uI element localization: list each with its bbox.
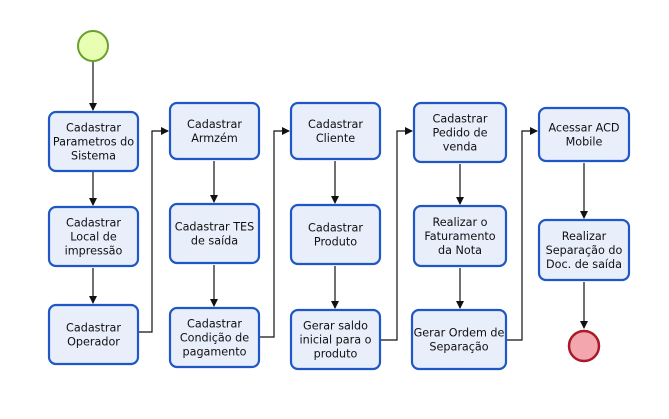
connector-ordem-to-acd bbox=[507, 127, 538, 341]
task-label-line: Cadastrar TES bbox=[175, 221, 254, 234]
task-label-line: Separação bbox=[429, 341, 488, 354]
task-label-line: pagamento bbox=[182, 346, 246, 359]
task-label-line: Condição de bbox=[180, 332, 249, 345]
task-label-line: Cliente bbox=[316, 132, 355, 145]
connector-saldo-to-pedido bbox=[381, 127, 413, 341]
task-label-line: Local de bbox=[70, 231, 117, 244]
flow-connectors bbox=[89, 61, 588, 341]
task-box bbox=[289, 101, 382, 161]
task-label-line: Cadastrar bbox=[433, 113, 488, 126]
task-label-line: Armzém bbox=[191, 132, 238, 145]
task-box bbox=[168, 306, 261, 369]
connector-operador-to-armazem bbox=[139, 127, 169, 333]
task-label-line: Acessar ACD bbox=[548, 122, 619, 135]
task-box bbox=[47, 205, 140, 268]
task-label-line: Parametros do bbox=[53, 136, 134, 149]
task-label-line: Separação do bbox=[546, 244, 623, 257]
task-label-line: Cadastrar bbox=[66, 217, 121, 230]
task-label-line: da Nota bbox=[438, 244, 482, 257]
task-box bbox=[168, 101, 261, 161]
task-box bbox=[537, 106, 631, 163]
task-label-line: Cadastrar bbox=[308, 118, 363, 131]
task-label-line: Gerar saldo bbox=[303, 320, 368, 333]
task-label-line: produto bbox=[314, 348, 358, 361]
task-label-line: Cadastrar bbox=[308, 222, 363, 235]
task-label-line: de saída bbox=[191, 235, 238, 248]
task-box bbox=[412, 101, 508, 164]
task-box bbox=[412, 204, 508, 268]
task-box bbox=[289, 203, 382, 266]
task-box bbox=[47, 110, 140, 173]
task-label-line: Pedido de bbox=[433, 127, 488, 140]
task-box bbox=[537, 218, 631, 282]
connector-condicao-to-cliente bbox=[260, 127, 290, 338]
task-box bbox=[47, 303, 140, 366]
task-label-line: Gerar Ordem de bbox=[414, 327, 505, 340]
task-label-line: inicial para o bbox=[300, 334, 372, 347]
task-label-line: Doc. de saída bbox=[546, 258, 622, 271]
task-label-line: Faturamento bbox=[424, 230, 495, 243]
task-label-line: Sistema bbox=[71, 150, 116, 163]
task-label-line: Produto bbox=[314, 236, 357, 249]
task-label-line: Mobile bbox=[566, 136, 603, 149]
start-event bbox=[77, 30, 109, 62]
task-label-line: Cadastrar bbox=[187, 118, 242, 131]
task-label-line: venda bbox=[443, 141, 478, 154]
task-label-line: impressão bbox=[65, 245, 123, 258]
task-box bbox=[168, 202, 261, 265]
task-label-line: Cadastrar bbox=[66, 322, 121, 335]
task-label-line: Operador bbox=[67, 336, 120, 349]
task-label-line: Realizar bbox=[562, 230, 607, 243]
task-box bbox=[289, 308, 382, 371]
task-label-line: Cadastrar bbox=[187, 318, 242, 331]
task-label-line: Realizar o bbox=[433, 216, 488, 229]
task-label-line: Cadastrar bbox=[66, 122, 121, 135]
end-event bbox=[567, 329, 601, 363]
task-box bbox=[410, 308, 508, 371]
